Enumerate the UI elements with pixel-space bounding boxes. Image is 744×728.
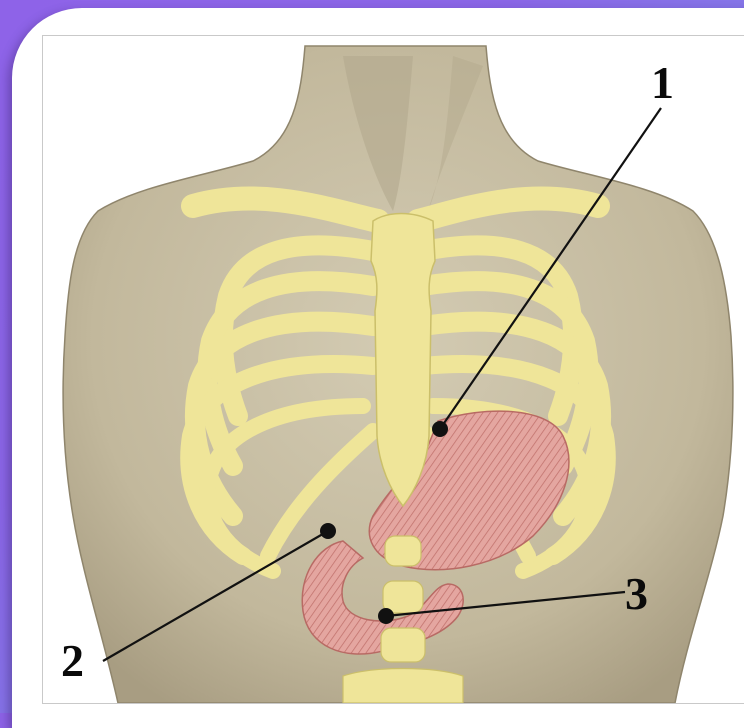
anatomy-figure: 1 2 3: [42, 35, 744, 704]
marker-dot-1: [432, 421, 448, 437]
marker-dot-2: [320, 523, 336, 539]
label-1: 1: [651, 57, 674, 108]
label-2: 2: [61, 635, 84, 686]
label-3: 3: [625, 568, 648, 619]
slide-card: 1 2 3: [12, 8, 744, 728]
marker-dot-3: [378, 608, 394, 624]
torso-diagram: 1 2 3: [43, 36, 744, 703]
